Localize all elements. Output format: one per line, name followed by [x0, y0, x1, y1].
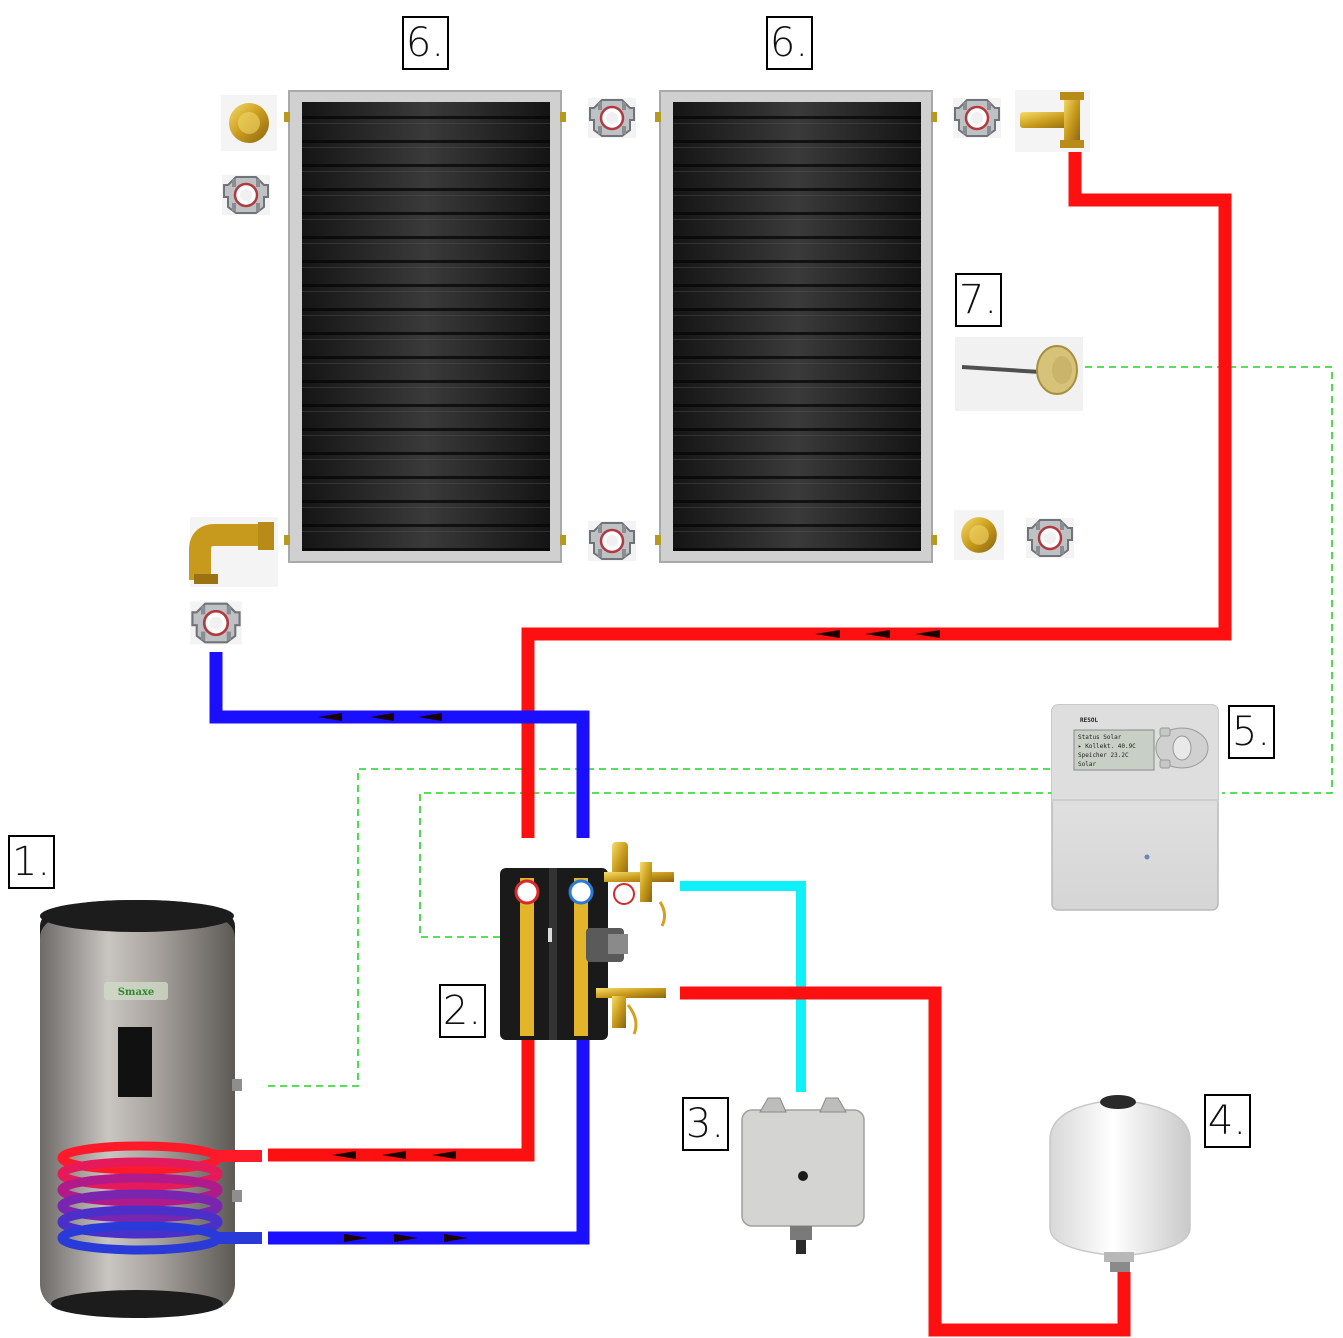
end-cap-icon	[221, 95, 277, 151]
arrow-left	[318, 713, 342, 721]
svg-text:Smaxe: Smaxe	[118, 987, 155, 998]
arrow-right	[344, 1234, 368, 1242]
svg-text:3.: 3.	[686, 1101, 724, 1147]
arrow-left	[915, 630, 940, 638]
solar-collector-2	[655, 90, 937, 563]
label-collector-1: 6.	[402, 16, 449, 70]
svg-text:5.: 5.	[1232, 709, 1270, 755]
solar-collector-1	[284, 90, 566, 563]
label-sensor: 7.	[955, 273, 1002, 327]
signal-wire-sensor	[1085, 366, 1333, 794]
pipe-safety-drain	[680, 881, 806, 1092]
svg-text:Solar: Solar	[1078, 761, 1096, 768]
label-pump-station: 2.	[439, 984, 486, 1038]
label-tank: 1.	[8, 835, 55, 889]
svg-text:▸ Kollekt. 40.9C: ▸ Kollekt. 40.9C	[1078, 743, 1136, 750]
arrow-left	[382, 1151, 406, 1159]
end-cap-icon	[954, 510, 1004, 560]
pipe-collector-supply	[209, 652, 590, 838]
svg-text:RESOL: RESOL	[1080, 717, 1098, 724]
label-vessel-4: 4.	[1204, 1094, 1251, 1148]
tee-fitting-icon	[1015, 90, 1090, 152]
svg-text:2.: 2.	[443, 988, 481, 1034]
clamp-fitting-icon	[188, 600, 244, 646]
temperature-sensor-icon	[955, 337, 1083, 411]
pipe-tank-cold	[268, 1040, 590, 1245]
elbow-fitting-icon	[189, 517, 278, 587]
controller-buttons	[1155, 727, 1209, 769]
svg-text:6.: 6.	[406, 20, 444, 66]
arrow-right	[444, 1234, 468, 1242]
storage-tank: Smaxe	[40, 900, 262, 1318]
svg-text:1.: 1.	[12, 839, 50, 885]
svg-text:7.: 7.	[959, 277, 997, 323]
flow-arrows	[318, 630, 940, 1242]
expansion-vessel	[1049, 1095, 1191, 1272]
arrow-left	[815, 630, 840, 638]
solar-controller: RESOL Status Solar ▸ Kollekt. 40.9C Spei…	[1051, 704, 1219, 911]
svg-text:4.: 4.	[1208, 1098, 1246, 1144]
arrow-left	[418, 713, 442, 721]
pipe-collector-return	[521, 150, 1232, 838]
clamp-fitting-icon	[951, 96, 1003, 140]
label-vessel-3: 3.	[682, 1097, 729, 1151]
svg-text:Status Solar: Status Solar	[1078, 734, 1122, 741]
svg-text:6.: 6.	[770, 20, 808, 66]
label-controller: 5.	[1228, 705, 1275, 759]
heat-exchanger-coil	[57, 1141, 262, 1255]
clamp-fitting-icon	[220, 173, 272, 217]
arrow-left	[332, 1151, 356, 1159]
pipe-expansion	[680, 986, 1131, 1337]
clamp-fitting-icon	[1024, 516, 1076, 560]
svg-text:Speicher 23.2C: Speicher 23.2C	[1078, 752, 1129, 759]
arrow-left	[370, 713, 394, 721]
clamp-fitting-icon	[586, 519, 638, 563]
label-collector-2: 6.	[766, 16, 813, 70]
drain-vessel	[741, 1097, 865, 1254]
signal-wire-pump	[419, 792, 1052, 938]
arrow-right	[394, 1234, 418, 1242]
tank-logo: Smaxe	[104, 982, 168, 1000]
pipe-tank-hot	[268, 1040, 535, 1162]
arrow-left	[432, 1151, 456, 1159]
pump-station	[500, 842, 674, 1040]
arrow-left	[865, 630, 890, 638]
clamp-fitting-icon	[586, 96, 638, 140]
